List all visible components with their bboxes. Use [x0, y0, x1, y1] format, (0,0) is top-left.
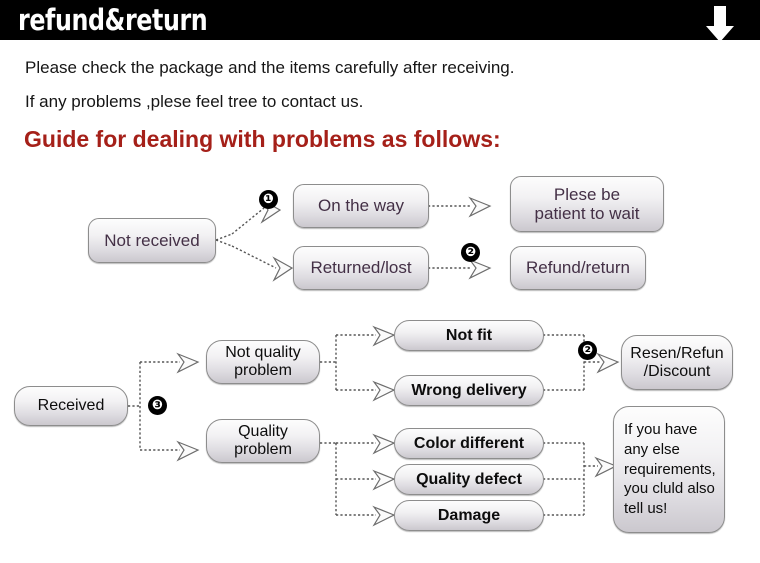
- flow-box-damage[interactable]: Damage: [394, 500, 544, 531]
- flow-box-wrong-delivery[interactable]: Wrong delivery: [394, 375, 544, 406]
- flow-box-received[interactable]: Received: [14, 386, 128, 426]
- flow-box-resend-refund-discount[interactable]: Resen/Refun /Discount: [621, 335, 733, 390]
- flow-box-quality-defect[interactable]: Quality defect: [394, 464, 544, 495]
- intro-line-1: Please check the package and the items c…: [25, 58, 515, 77]
- page-title: refund&return: [18, 3, 208, 37]
- flow-box-on-the-way[interactable]: On the way: [293, 184, 429, 228]
- header-bar: [0, 0, 760, 40]
- flow-box-color-different[interactable]: Color different: [394, 428, 544, 459]
- flow-box-not-quality-problem[interactable]: Not quality problem: [206, 340, 320, 384]
- badge-two-lower: ❷: [578, 341, 597, 360]
- intro-line-2: If any problems ,plese feel tree to cont…: [25, 92, 364, 111]
- flow-box-refund-return[interactable]: Refund/return: [510, 246, 646, 290]
- flow-box-quality-problem[interactable]: Quality problem: [206, 419, 320, 463]
- badge-three-lower: ❸: [148, 396, 167, 415]
- down-arrow-icon: [706, 6, 734, 42]
- flow-box-other-requirements[interactable]: If you have any else requirements, you c…: [613, 406, 725, 533]
- flow-box-returned-lost[interactable]: Returned/lost: [293, 246, 429, 290]
- badge-one-upper: ❶: [259, 190, 278, 209]
- flow-box-please-be-patient[interactable]: Plese be patient to wait: [510, 176, 664, 232]
- badge-two-upper: ❷: [461, 243, 480, 262]
- flow-box-not-fit[interactable]: Not fit: [394, 320, 544, 351]
- flow-box-not-received[interactable]: Not received: [88, 218, 216, 263]
- section-heading: Guide for dealing with problems as follo…: [24, 126, 501, 152]
